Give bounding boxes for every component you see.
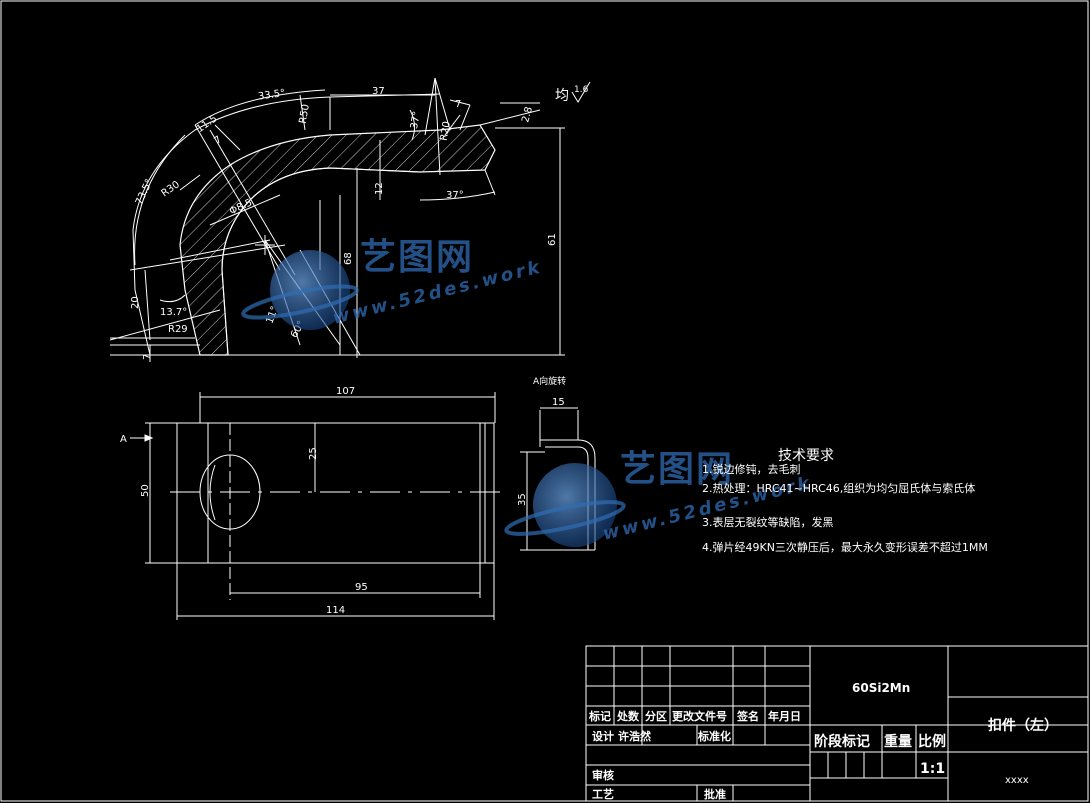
dim-7-c: 7 — [142, 354, 153, 360]
surface-roughness-prefix: 均 — [555, 88, 569, 104]
hdr-sign: 签名 — [736, 709, 759, 723]
hdr-mark: 标记 — [588, 709, 611, 723]
scale-value: 1:1 — [920, 761, 945, 777]
hdr-zone: 分区 — [645, 709, 667, 723]
dim-r30: R30 — [160, 179, 182, 199]
material: 60Si2Mn — [852, 681, 910, 695]
hdr-date: 年月日 — [768, 709, 801, 723]
dim-20: 20 — [130, 296, 141, 309]
front-view — [109, 77, 591, 362]
dim-33-5: 33.5° — [257, 88, 286, 103]
hdr-docno: 更改文件号 — [672, 709, 727, 723]
surface-roughness-value: 1.6 — [574, 85, 589, 95]
standard-label: 标准化 — [697, 729, 731, 743]
dim-7-a: 7 — [212, 134, 224, 147]
part-code: xxxx — [1005, 775, 1029, 786]
design-label: 设计 — [592, 729, 614, 743]
a-view-title: A向旋转 — [533, 375, 566, 387]
title-block-text: 标记 处数 分区 更改文件号 签名 年月日 设计 许浩然 标准化 审核 工艺 批… — [588, 681, 1058, 801]
dim-2-8: 2.8 — [520, 106, 535, 124]
a-view-dimensions: A向旋转 15 35 — [517, 375, 566, 506]
ratio-label: 比例 — [918, 733, 946, 750]
top-view — [130, 392, 500, 620]
tech-item-3: 3.表层无裂纹等缺陷，发黑 — [702, 516, 834, 529]
dim-7-b: 7 — [455, 99, 461, 110]
tech-item-2: 2.热处理：HRC41~HRC46,组织为均匀屈氏体与索氏体 — [702, 482, 976, 495]
tech-item-1: 1.锐边修钝，去毛刺 — [702, 463, 801, 476]
dim-114: 114 — [326, 605, 345, 616]
dim-r20: R20 — [439, 120, 453, 141]
stage-mark-label: 阶段标记 — [814, 733, 870, 750]
dim-r29: R29 — [168, 324, 188, 335]
dim-68: 68 — [343, 252, 354, 265]
weight-label: 重量 — [884, 733, 912, 750]
top-view-dimensions: 107 25 50 95 114 A — [120, 386, 368, 616]
tech-requirements-title: 技术要求 — [778, 448, 834, 464]
dim-37-top: 37 — [372, 86, 385, 97]
watermark-globe-1 — [241, 250, 359, 330]
dim-r50: R50 — [298, 103, 312, 124]
dim-107: 107 — [336, 386, 355, 397]
tech-item-4: 4.弹片经49KN三次静压后，最大永久变形误差不超过1MM — [702, 541, 988, 554]
approve-label: 批准 — [704, 787, 726, 801]
dim-73-5: 73.5° — [134, 177, 155, 206]
hdr-count: 处数 — [616, 709, 640, 723]
dim-61: 61 — [547, 233, 558, 246]
review-label: 审核 — [592, 768, 614, 782]
watermark-globe-2 — [504, 463, 626, 547]
dim-37-deg-small: 37° — [409, 110, 423, 129]
dim-15: 15 — [552, 397, 565, 408]
dim-13-7: 13.7° — [160, 307, 187, 318]
process-label: 工艺 — [592, 787, 614, 801]
dim-50: 50 — [140, 484, 151, 497]
dim-35: 35 — [517, 493, 528, 506]
dim-37-deg-bottom: 37° — [446, 190, 464, 201]
dim-25: 25 — [308, 447, 319, 460]
design-name: 许浩然 — [618, 729, 651, 743]
part-name: 扣件（左） — [988, 717, 1058, 734]
title-block-grid — [585, 645, 1089, 802]
view-direction-label: A — [120, 434, 127, 445]
dim-12: 12 — [374, 182, 385, 195]
dim-11-5: 11.5 — [195, 113, 220, 135]
dim-95: 95 — [355, 582, 368, 593]
